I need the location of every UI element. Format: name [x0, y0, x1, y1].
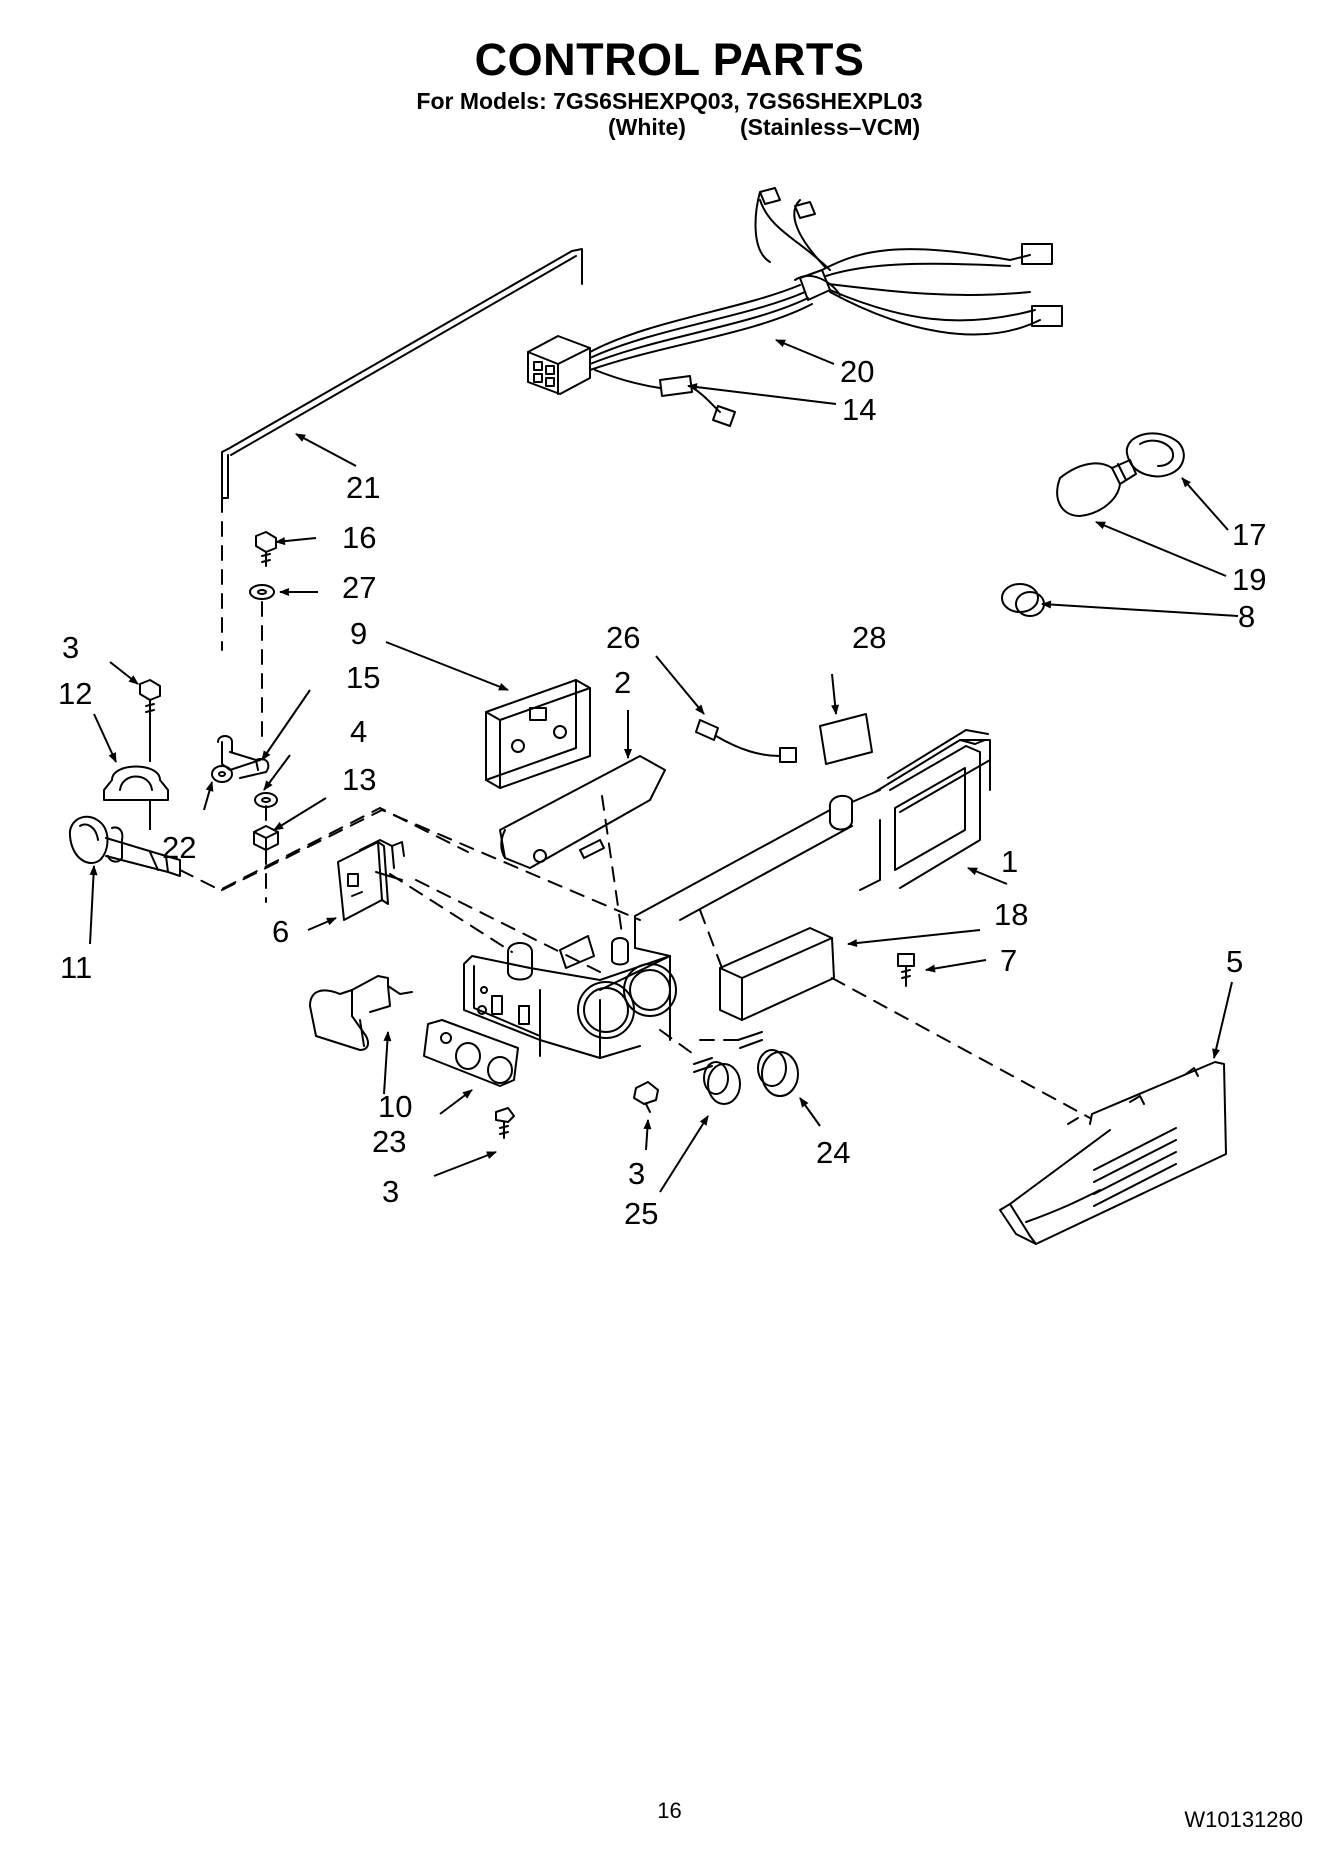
- label-plate-part-9: [485, 679, 591, 789]
- callout-25: 25: [624, 1196, 658, 1231]
- bushing-part-8: [1001, 583, 1045, 617]
- callout-16: 16: [342, 520, 376, 555]
- screw-part-3-center: [633, 1081, 659, 1113]
- callout-19: 19: [1232, 562, 1266, 597]
- callout-3-bottom: 3: [382, 1174, 399, 1209]
- wire-harness-part-20: [527, 187, 1063, 395]
- washer-part-27: [249, 584, 275, 600]
- callout-20: 20: [840, 354, 874, 389]
- knob-part-25: [693, 1057, 741, 1105]
- callout-7: 7: [1000, 943, 1017, 978]
- heater-foil-part-2: [499, 755, 666, 869]
- variant-stainless-label: (Stainless–VCM): [740, 114, 921, 140]
- washer-part-22: [211, 765, 233, 783]
- callout-1: 1: [1001, 844, 1018, 879]
- callout-3-left: 3: [62, 630, 79, 665]
- nut-part-13: [253, 825, 279, 851]
- callout-27: 27: [342, 570, 376, 605]
- screw-part-7: [897, 953, 915, 987]
- callout-27-28: 28: [852, 620, 886, 655]
- page-title: CONTROL PARTS: [474, 34, 865, 85]
- control-panel-body: [463, 935, 677, 1059]
- callout-5: 5: [1226, 944, 1243, 979]
- washer-part-4: [254, 792, 278, 808]
- callout-10: 10: [378, 1089, 412, 1124]
- callout-9: 9: [350, 616, 367, 651]
- lamp-socket-part-17: [1125, 432, 1185, 478]
- insulation-block-part-18: [719, 927, 835, 1021]
- callout-23: 23: [372, 1124, 406, 1159]
- foam-pad-part-28: [819, 713, 873, 765]
- control-housing-part-1: [634, 729, 991, 949]
- mounting-clip-part-12: [103, 765, 169, 801]
- callout-26: 26: [606, 620, 640, 655]
- callout-15: 15: [346, 660, 380, 695]
- retainer-clip-part-10: [309, 975, 413, 1051]
- callout-22: 22: [162, 830, 196, 865]
- callout-8: 8: [1238, 599, 1255, 634]
- leader-lines: [89, 339, 1239, 1193]
- callout-4: 4: [350, 714, 367, 749]
- callout-14: 14: [842, 392, 876, 427]
- callout-21: 21: [346, 470, 380, 505]
- callout-18: 18: [994, 897, 1028, 932]
- grille-cover-part-5: [999, 1061, 1227, 1245]
- callout-labels: 1 2 3 3 3 4 5 6 7 8 9 10 11 12 13 14 15 …: [58, 354, 1266, 1231]
- callout-11: 11: [60, 950, 92, 985]
- document-number: W10131280: [1184, 1807, 1303, 1832]
- light-bulb-part-19: [1056, 459, 1137, 517]
- sensor-part-26: [695, 719, 797, 763]
- variant-white-label: (White): [608, 114, 686, 140]
- callout-2: 2: [614, 665, 631, 700]
- callout-13: 13: [342, 762, 376, 797]
- callout-24: 24: [816, 1135, 850, 1170]
- callout-12: 12: [58, 676, 92, 711]
- switch-board-part-6: [337, 839, 405, 921]
- bracket-part-15: [217, 735, 270, 779]
- thermal-fuse-part-14: [594, 369, 736, 427]
- control-shaft-part-11: [68, 815, 181, 877]
- page-number: 16: [657, 1798, 682, 1823]
- callout-3-center: 3: [628, 1156, 645, 1191]
- screw-part-3-left: [139, 679, 161, 721]
- knob-part-24: [737, 1031, 799, 1097]
- callout-6: 6: [272, 914, 289, 949]
- trim-plate-part-23: [423, 1019, 519, 1087]
- screw-part-16: [255, 531, 277, 567]
- callout-17: 17: [1232, 517, 1266, 552]
- screw-part-3-bottom: [495, 1107, 515, 1139]
- models-line: For Models: 7GS6SHEXPQ03, 7GS6SHEXPL03: [416, 88, 923, 114]
